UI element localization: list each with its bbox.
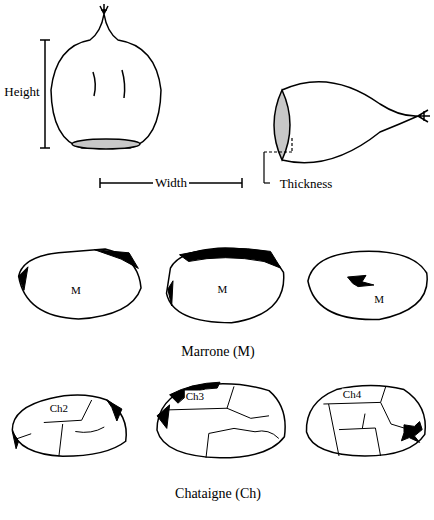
dimension-label: Height [2,85,41,99]
cross-section: Ch3 [150,378,290,462]
section-label: Ch4 [342,389,362,400]
cross-section: Ch4 [300,380,430,460]
cross-section: M [300,245,432,325]
section-outline [300,245,432,325]
section-outline [150,378,290,462]
section-label: M [70,285,82,296]
cross-section: M [12,245,145,323]
section-label: M [217,284,229,295]
cross-section: Ch2 [6,385,132,460]
section-label: Ch2 [49,402,69,413]
section-outline [6,385,132,460]
section-label: M [373,294,385,305]
front-view [51,4,161,149]
dimension-label: Thickness [278,177,335,191]
side-view [274,82,430,163]
dimension-label: Width [153,176,189,190]
group-caption: Marrone (M) [179,344,256,359]
section-label: Ch3 [185,391,205,402]
cross-section: M [160,243,290,327]
section-outline [300,380,430,460]
group-caption: Chataigne (Ch) [173,486,263,501]
